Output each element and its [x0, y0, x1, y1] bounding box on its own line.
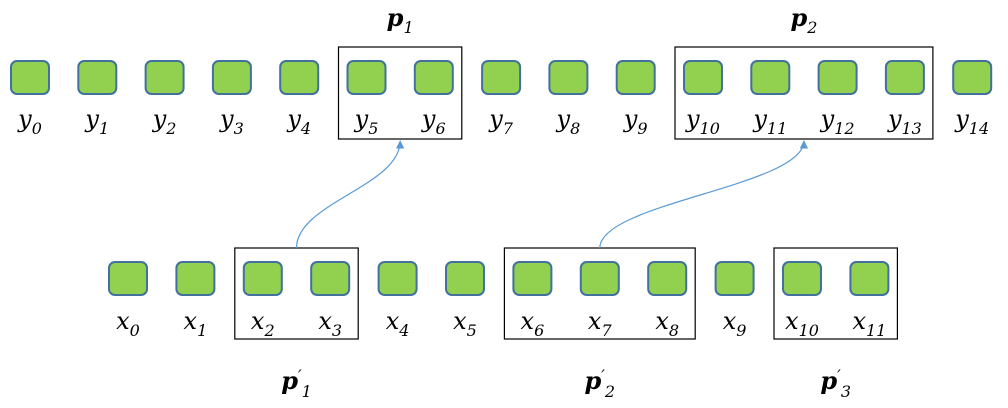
output-label-y1: y1	[84, 105, 109, 138]
output-token-y1	[77, 60, 118, 95]
input-label-x9: x9	[723, 307, 747, 340]
output-group-label-p1: p1	[387, 3, 414, 37]
input-group-label-p3: p′3	[820, 366, 851, 401]
group-boxes	[234, 46, 934, 340]
output-token-y0	[10, 60, 50, 95]
output-label-y12: y12	[820, 105, 855, 138]
mapping-arrow-1	[295, 140, 405, 249]
output-label-y13: y13	[887, 105, 922, 138]
output-token-y4	[279, 60, 320, 95]
output-token-y2	[144, 60, 185, 95]
output-label-y9: y9	[623, 105, 648, 138]
tokens	[10, 60, 993, 296]
input-token-x8	[647, 261, 688, 296]
output-token-y5	[346, 60, 387, 95]
mapping-arrow-2	[599, 140, 809, 249]
output-token-y12	[817, 60, 858, 95]
input-token-x10	[782, 261, 822, 296]
input-token-x4	[377, 261, 418, 296]
output-group-label-p2: p2	[790, 3, 817, 37]
output-token-y3	[211, 60, 252, 95]
input-token-x0	[108, 261, 148, 296]
input-label-x1: x1	[184, 307, 208, 340]
input-label-x3: x3	[318, 307, 342, 340]
input-token-x5	[445, 261, 485, 296]
input-label-x5: x5	[453, 307, 477, 340]
output-token-y14	[952, 60, 993, 95]
output-group-box-p2	[674, 46, 934, 140]
input-group-label-p1: p′1	[281, 366, 312, 401]
input-group-label-p2: p′2	[584, 366, 615, 401]
output-label-y8: y8	[556, 105, 581, 138]
input-label-x11: x11	[852, 307, 886, 340]
output-token-y8	[548, 60, 589, 95]
output-token-y7	[481, 60, 522, 95]
input-token-x7	[579, 261, 620, 296]
labels: y0 y1 y2 y3 y4 y5 y6 y7 y8 y9 y10 y11 y12 y13 y14 p1 p2 x…	[17, 3, 989, 401]
output-label-y4: y4	[286, 105, 311, 138]
output-label-y11: y11	[752, 105, 787, 138]
input-token-x2	[242, 261, 283, 296]
output-label-y5: y5	[354, 105, 379, 138]
output-label-y3: y3	[219, 105, 244, 138]
output-token-y9	[615, 60, 656, 95]
output-token-y10	[683, 60, 723, 95]
output-label-y10: y10	[685, 105, 720, 138]
input-label-x8: x8	[655, 307, 679, 340]
output-token-y6	[413, 60, 454, 95]
input-label-x4: x4	[386, 307, 410, 340]
output-label-y2: y2	[152, 105, 177, 138]
input-label-x0: x0	[116, 307, 140, 340]
output-label-y0: y0	[17, 105, 42, 138]
input-token-x3	[310, 261, 351, 296]
input-label-x6: x6	[521, 307, 545, 340]
input-token-x11	[849, 261, 890, 296]
output-token-y11	[750, 60, 791, 95]
input-label-x7: x7	[588, 307, 613, 340]
mapping-arrows	[295, 140, 809, 249]
output-label-y6: y6	[421, 105, 446, 138]
input-token-x6	[512, 261, 553, 296]
output-label-y7: y7	[488, 105, 514, 138]
output-label-y14: y14	[954, 105, 989, 138]
output-group-box-p1	[337, 46, 463, 140]
input-label-x10: x10	[785, 307, 819, 340]
input-label-x2: x2	[251, 307, 275, 340]
input-group-box-p3	[773, 247, 899, 340]
input-token-x9	[714, 261, 755, 296]
output-token-y13	[884, 60, 925, 95]
input-token-x1	[175, 261, 216, 296]
